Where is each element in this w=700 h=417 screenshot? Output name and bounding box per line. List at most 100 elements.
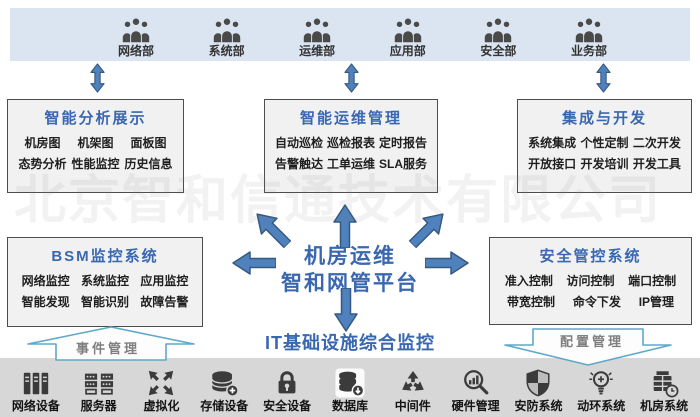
event-management-arrow-up-icon [26, 325, 196, 366]
infra-item-label: 安防系统 [514, 399, 563, 413]
feature-item: 自动巡检 [274, 136, 323, 150]
people-group-icon [300, 16, 334, 43]
feature-item: 智能识别 [80, 295, 129, 309]
feature-item: 端口控制 [628, 274, 677, 288]
server-room-system-icon [649, 368, 679, 398]
security-device-lock-icon [272, 368, 302, 398]
panel-title: 集成与开发 [561, 110, 647, 127]
infra-item-environment-system: 动环系统 [570, 368, 632, 414]
event-management-label: 事件管理 [76, 341, 141, 356]
department-ops: 运维部 [286, 11, 348, 59]
database-icon [335, 368, 365, 398]
panel-intelligent-analysis: 智能分析展示 机房图 机架图 面板图 态势分析 性能监控 历史信息 [7, 99, 184, 193]
department-security: 安全部 [467, 11, 529, 59]
feature-item: 系统监控 [80, 274, 129, 288]
infra-item-database: 数据库 [319, 368, 381, 414]
security-system-shield-icon [523, 368, 553, 398]
panel-integration-dev: 集成与开发 系统集成 个性定制 二次开发 开放接口 开发培训 开发工具 [517, 99, 692, 193]
feature-item: 工单运维 [326, 157, 375, 171]
feature-item: 网络监控 [21, 274, 70, 288]
config-management-label: 配置管理 [560, 334, 625, 349]
arrow-right-icon [424, 251, 469, 275]
feature-item: 巡检报表 [326, 136, 375, 150]
panel-security-control: 安全管控系统 准入控制 访问控制 端口控制 带宽控制 命令下发 IP管理 [489, 237, 692, 325]
storage-devices-icon [209, 368, 240, 398]
feature-item: 机房图 [24, 136, 61, 150]
feature-item: 准入控制 [504, 274, 553, 288]
infra-item-security-system: 安防系统 [507, 368, 569, 414]
infra-item-server-room-system: 机房系统 [633, 368, 695, 414]
arrow-left-icon [232, 251, 277, 275]
hardware-management-magnifier-icon [461, 368, 491, 398]
people-group-icon [210, 16, 244, 43]
network-devices-icon [21, 368, 51, 398]
department-network: 网络部 [105, 11, 167, 59]
feature-item: 态势分析 [18, 157, 67, 171]
department-row: 网络部 系统部 运维部 应用部 安全部 业务部 [105, 11, 620, 59]
infra-item-label: 数据库 [331, 399, 368, 413]
arrow-up-left-icon [248, 205, 296, 253]
feature-item: 历史信息 [124, 157, 173, 171]
department-business: 业务部 [558, 11, 620, 59]
infra-item-middleware: 中间件 [382, 368, 444, 414]
feature-item: 二次开发 [632, 136, 681, 150]
environment-system-bulb-icon [586, 368, 616, 398]
people-group-icon [572, 16, 606, 43]
infra-item-label: 服务器 [80, 399, 117, 413]
feature-item: IP管理 [638, 295, 675, 309]
panel-bsm-monitoring: BSM监控系统 网络监控 系统监控 应用监控 智能发现 智能识别 故障告警 [7, 237, 203, 327]
servers-icon [84, 368, 114, 398]
department-label: 业务部 [570, 44, 607, 58]
infra-item-storage: 存储设备 [193, 368, 255, 414]
feature-item: 开放接口 [528, 157, 577, 171]
infra-item-label: 安全设备 [263, 399, 312, 413]
double-arrow-icon [596, 62, 611, 99]
department-label: 运维部 [299, 44, 336, 58]
department-bar: 网络部 系统部 运维部 应用部 安全部 业务部 [10, 8, 690, 61]
department-label: 应用部 [389, 44, 426, 58]
feature-item: SLA服务 [378, 157, 427, 171]
double-arrow-icon [344, 62, 359, 99]
infrastructure-bar: 网络设备 服务器 虚拟化 存储设备 安全设备 数据库 中间件 硬 [0, 358, 700, 417]
feature-item: 智能发现 [21, 295, 70, 309]
feature-item: 定时报告 [378, 136, 427, 150]
it-infrastructure-monitoring-label: IT基础设施综合监控 [265, 333, 435, 353]
people-group-icon [481, 16, 515, 43]
infra-item-servers: 服务器 [68, 368, 130, 414]
feature-item: 机架图 [77, 136, 114, 150]
department-system: 系统部 [196, 11, 258, 59]
infra-item-virtualization: 虚拟化 [130, 368, 192, 414]
panel-title: BSM监控系统 [51, 248, 159, 265]
feature-item: 性能监控 [71, 157, 120, 171]
platform-title-line2: 智和网管平台 [281, 272, 419, 295]
department-label: 系统部 [208, 44, 245, 58]
feature-item: 应用监控 [140, 274, 189, 288]
feature-item: 个性定制 [580, 136, 629, 150]
infra-item-label: 硬件管理 [451, 399, 500, 413]
panel-title: 智能分析展示 [44, 110, 147, 127]
arrow-down-icon [334, 287, 358, 332]
department-label: 安全部 [480, 44, 517, 58]
platform-title-line1: 机房运维 [304, 245, 396, 268]
panel-title: 安全管控系统 [539, 248, 642, 265]
panel-intelligent-ops: 智能运维管理 自动巡检 巡检报表 定时报告 告警触达 工单运维 SLA服务 [264, 99, 438, 193]
feature-item: 面板图 [130, 136, 167, 150]
virtualization-icon [146, 368, 176, 398]
infra-item-label: 虚拟化 [143, 399, 180, 413]
people-group-icon [391, 16, 425, 43]
infra-item-network-devices: 网络设备 [5, 368, 67, 414]
config-management-arrow-down-icon [503, 327, 673, 372]
double-arrow-icon [90, 62, 105, 99]
platform-title: 机房运维 智和网管平台 [250, 243, 450, 297]
department-label: 网络部 [117, 44, 154, 58]
department-application: 应用部 [377, 11, 439, 59]
infra-item-label: 机房系统 [640, 399, 689, 413]
infra-item-security-device: 安全设备 [256, 368, 318, 414]
arrow-up-icon [333, 204, 357, 249]
arrow-up-right-icon [404, 205, 452, 253]
feature-item: 访问控制 [566, 274, 615, 288]
infra-item-label: 中间件 [394, 399, 431, 413]
feature-item: 故障告警 [140, 295, 189, 309]
panel-title: 智能运维管理 [299, 110, 402, 127]
